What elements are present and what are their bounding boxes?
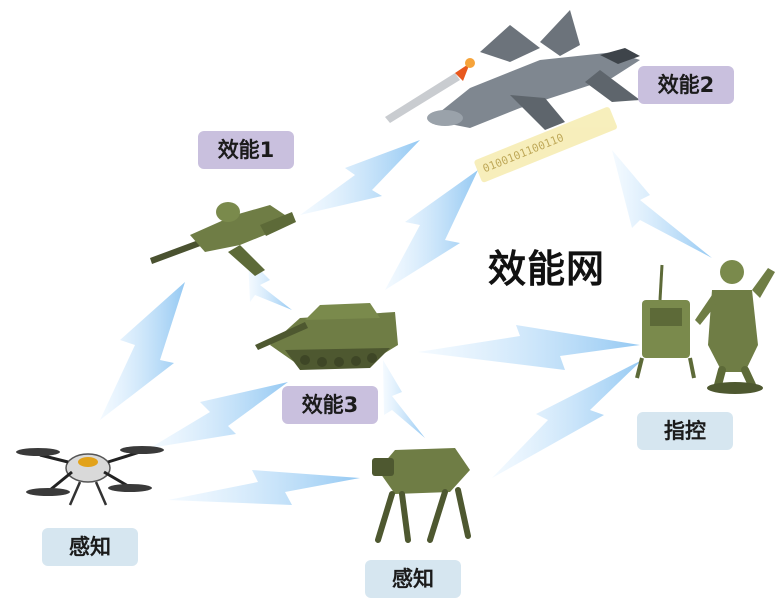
robot-dog-icon bbox=[372, 448, 471, 543]
arrow-drone-to-soldier bbox=[100, 282, 185, 420]
arrow-tank-to-robot bbox=[383, 360, 425, 438]
prone-soldier-icon bbox=[150, 202, 296, 276]
commander-soldier-icon bbox=[695, 260, 775, 394]
center-title: 效能网 bbox=[488, 247, 606, 291]
tank-icon bbox=[255, 303, 398, 370]
arrow-commander-to-robot bbox=[492, 360, 642, 478]
node-label-sensing-drone: 感知 bbox=[42, 528, 138, 566]
arrow-commander-to-tank bbox=[418, 325, 640, 370]
arrow-jet-to-commander bbox=[612, 150, 712, 258]
arrow-drone-to-tank bbox=[150, 382, 288, 448]
radio-equipment-icon bbox=[635, 264, 696, 379]
node-label-command-control: 指控 bbox=[637, 412, 733, 450]
node-label-efficiency3: 效能3 bbox=[282, 386, 378, 424]
fighter-jet-icon bbox=[427, 10, 640, 130]
node-label-sensing-robot: 感知 bbox=[365, 560, 461, 598]
arrow-tank-to-jet bbox=[385, 170, 478, 290]
node-label-efficiency2: 效能2 bbox=[638, 66, 734, 104]
drone-icon bbox=[16, 446, 164, 506]
arrow-robot-to-drone bbox=[168, 470, 360, 505]
arrow-soldier-to-jet bbox=[300, 140, 420, 215]
missile-icon bbox=[385, 58, 475, 123]
node-label-efficiency1: 效能1 bbox=[198, 131, 294, 169]
